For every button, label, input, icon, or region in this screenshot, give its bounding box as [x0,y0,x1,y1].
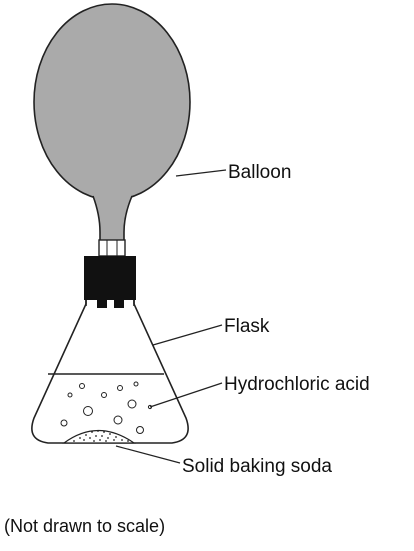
glass-tube [98,239,126,257]
bubbles [60,381,153,434]
bubble [67,392,73,398]
balloon-neck [93,196,132,246]
flask-label: Flask [224,316,270,337]
baking-soda [62,430,136,444]
glass-tube-body [98,239,126,257]
bubble [136,426,144,434]
baking-soda-grains [73,430,129,442]
bubble [133,381,139,387]
acid-leader-line [149,382,223,408]
balloon-leader-line [175,169,227,177]
bubble [83,406,93,416]
acid-label: Hydrochloric acid [224,374,370,395]
soda-leader-line [115,445,181,464]
bubble [113,415,123,425]
leader-lines [115,169,227,464]
flask-outline [31,300,189,444]
scale-note: (Not drawn to scale) [4,516,165,536]
stopper-bottom-right-tab [114,300,124,308]
bubble [127,399,137,409]
flask-leader-line [152,324,223,346]
stopper-bottom-left-tab [97,300,107,308]
flask [31,300,189,444]
balloon-body [33,3,191,201]
stopper-body [84,256,136,300]
bubble [101,392,107,398]
balloon-label: Balloon [228,162,291,183]
bubble [117,385,123,391]
bubble [79,383,85,389]
stopper [84,256,136,308]
baking-soda-pile [62,430,136,444]
soda-label: Solid baking soda [182,456,332,477]
balloon-neck-outline [92,195,133,246]
bubble [60,419,68,427]
balloon [33,3,191,246]
